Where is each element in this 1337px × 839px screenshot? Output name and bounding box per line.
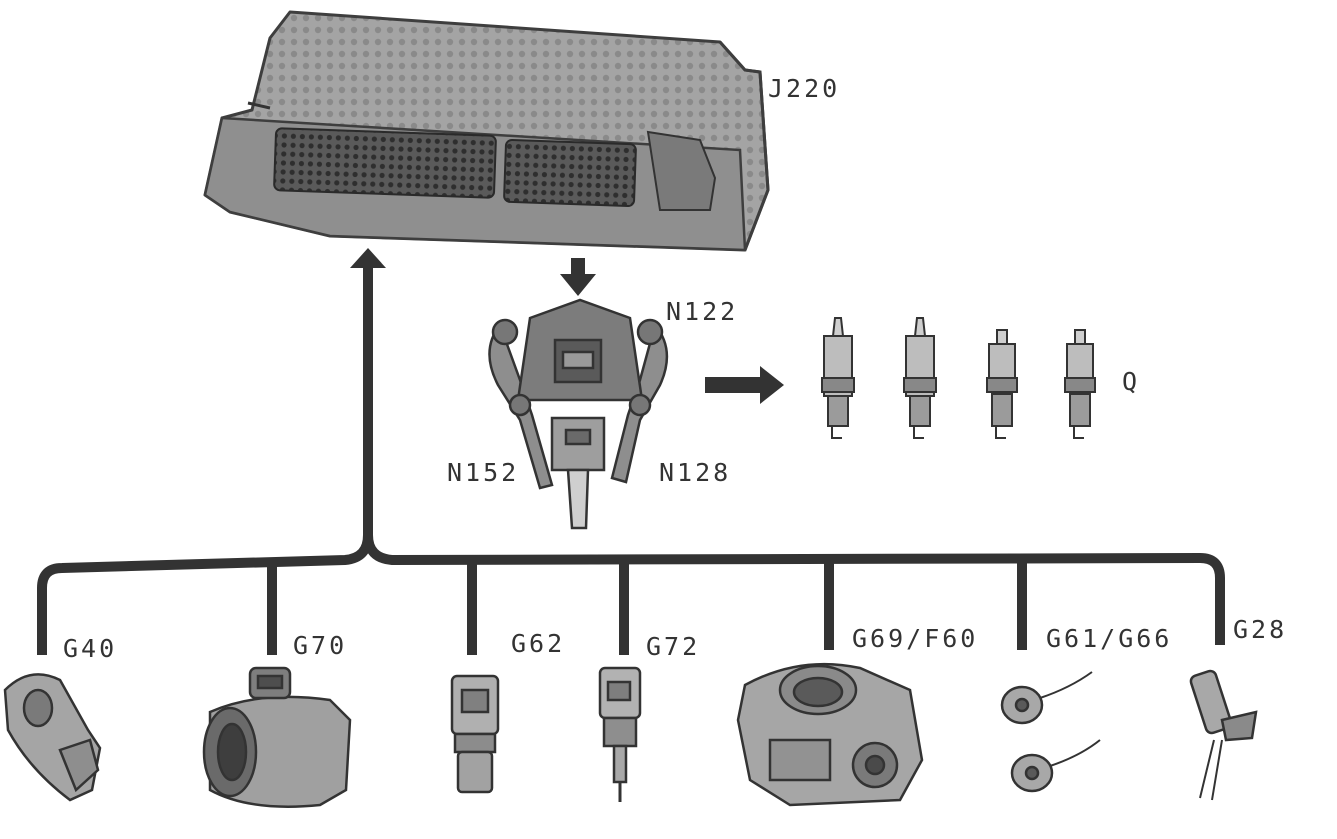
sensor-label-g69-f60: G69/F60 — [852, 624, 979, 653]
sensor-label-g40: G40 — [63, 634, 118, 663]
spark-plug-label: Q — [1122, 367, 1141, 396]
bus-arrow-up-icon — [350, 248, 386, 268]
hall-sender-icon — [3, 673, 102, 802]
sensor-label-g62: G62 — [511, 629, 566, 658]
coil-label-n152: N152 — [447, 458, 520, 487]
ignition-coil-pack-icon — [488, 298, 669, 530]
ecu-control-unit-icon — [203, 10, 770, 252]
arrow-down-icon — [560, 258, 596, 296]
sensor-label-g61-g66: G61/G66 — [1046, 624, 1173, 653]
spark-plug-icon — [821, 317, 1096, 439]
arrow-right-icon — [705, 366, 784, 404]
air-mass-meter-icon — [202, 666, 352, 808]
knock-sensor-icon — [1000, 671, 1101, 793]
coolant-temp-sensor-icon — [450, 674, 500, 794]
ecu-label: J220 — [768, 74, 841, 103]
signal-bus — [37, 262, 1225, 655]
engine-speed-sensor-icon — [1189, 669, 1258, 801]
throttle-body-icon — [736, 662, 924, 807]
sensor-label-g72: G72 — [646, 632, 701, 661]
sensor-label-g28: G28 — [1233, 615, 1288, 644]
coil-label-n122: N122 — [666, 297, 739, 326]
intake-temp-sensor-icon — [598, 666, 642, 802]
sensor-label-g70: G70 — [293, 631, 348, 660]
coil-label-n128: N128 — [659, 458, 732, 487]
